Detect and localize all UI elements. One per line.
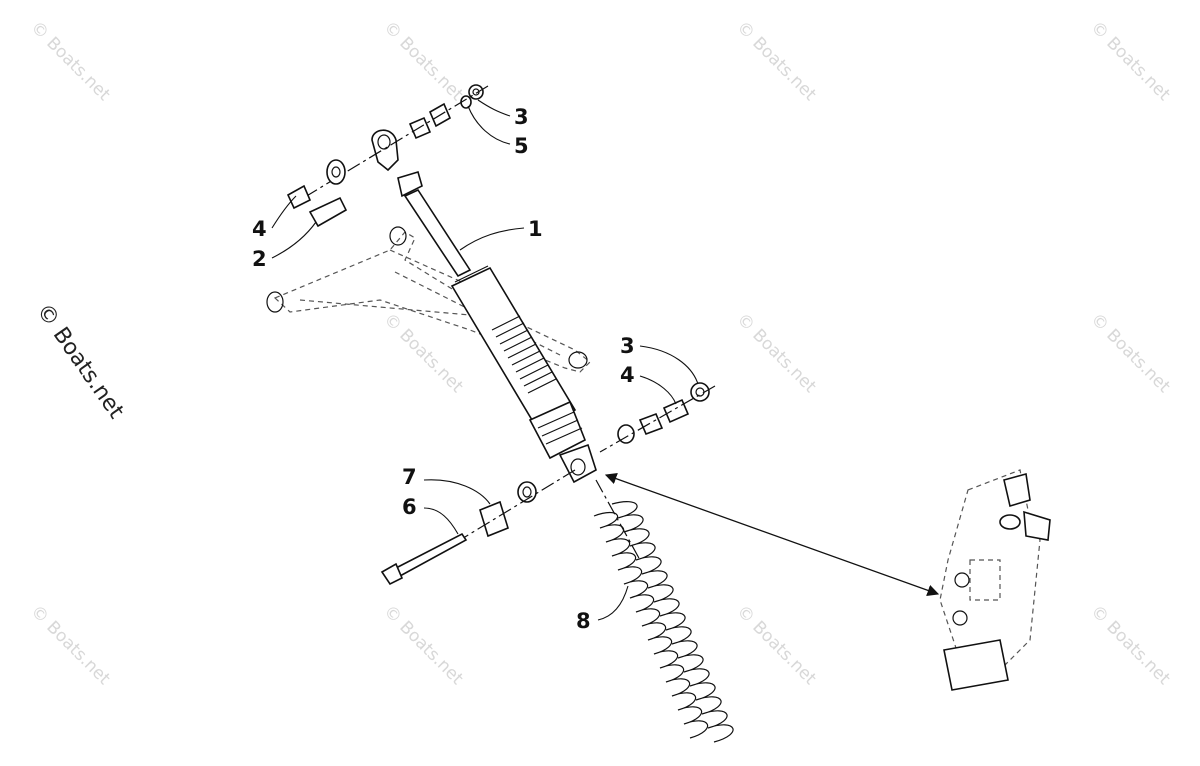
watermark-text: © Boats.net	[26, 17, 114, 105]
watermark-text: © Boats.net	[1086, 17, 1174, 105]
watermark-text: © Boats.net	[1086, 601, 1174, 689]
callout-number: 8	[576, 609, 591, 633]
watermark-text: © Boats.net	[732, 309, 820, 397]
top-hardware	[286, 84, 489, 228]
callout-labels: 3 5 1 4 2 3 4 7 6 8	[252, 105, 635, 633]
connection-arrow	[604, 473, 940, 596]
watermark-text: © Boats.net	[379, 601, 467, 689]
watermark-text: © Boats.net	[1086, 309, 1174, 397]
callout-number: 3	[620, 334, 635, 358]
main-watermark: © Boats.net	[31, 299, 129, 424]
watermark-text: © Boats.net	[379, 309, 467, 397]
callout-number: 4	[252, 217, 267, 241]
callout-number: 4	[620, 363, 635, 387]
leader-lines	[271, 99, 699, 621]
callout-number: 1	[528, 217, 543, 241]
callout-number: 5	[514, 134, 529, 158]
callout-number: 6	[402, 495, 417, 519]
watermark-text: © Boats.net	[732, 17, 820, 105]
callout-number: 3	[514, 105, 529, 129]
shock-absorber	[371, 129, 597, 484]
watermark-text: © Boats.net	[732, 601, 820, 689]
watermark-text: © Boats.net	[26, 601, 114, 689]
callout-number: 7	[402, 465, 417, 489]
callout-number: 2	[252, 247, 267, 271]
steering-knuckle-outline	[939, 469, 1051, 691]
watermark-text: © Boats.net	[379, 17, 467, 105]
watermark-grid: © Boats.net © Boats.net © Boats.net © Bo…	[26, 17, 1174, 689]
